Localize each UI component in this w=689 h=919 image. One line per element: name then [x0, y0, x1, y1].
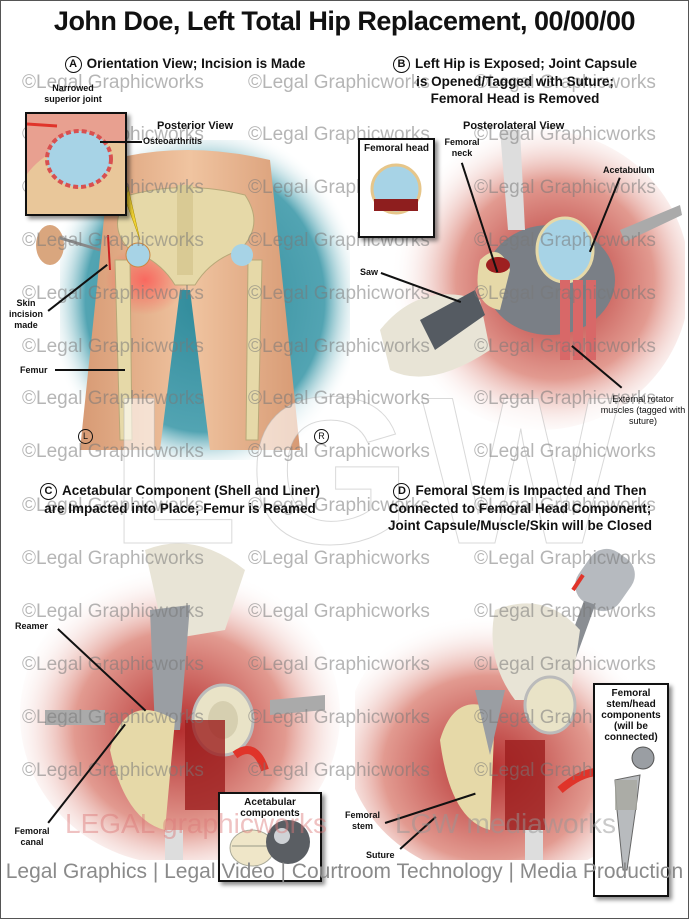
label-femoral-stem: Femoral stem: [344, 810, 380, 831]
panel-c-badge: C: [39, 483, 57, 500]
panel-d-illustration: [355, 548, 665, 860]
label-osteoarthritis: Osteoarthritis: [143, 136, 203, 146]
label-external-rotator-muscles: External rotator muscles (tagged with su…: [600, 394, 686, 426]
lgw-logo-watermark: LGW: [110, 353, 630, 589]
label-suture: Suture: [366, 850, 395, 860]
label-acetabulum: Acetabulum: [603, 165, 655, 175]
panel-b-badge: B: [392, 56, 410, 73]
panel-b-illustration: [380, 130, 685, 430]
label-saw: Saw: [360, 267, 379, 277]
label-skin-incision: Skin incision made: [8, 298, 43, 330]
label-reamer: Reamer: [15, 621, 49, 631]
label-femoral-head: Femoral head: [363, 143, 430, 154]
label-narrowed-superior-joint: Narrowed superior joint: [44, 83, 102, 104]
label-femoral-stem-head-components: Femoral stem/head components (will be co…: [601, 688, 661, 743]
leader-osteoarthritis: [100, 141, 142, 143]
label-acetabular-components: Acetabular components: [240, 797, 300, 819]
label-femoral-canal: Femoral canal: [14, 826, 50, 847]
orientation-left-marker: L: [78, 429, 93, 444]
leader-femur: [55, 369, 125, 371]
acetabular-shell-liner-image: [229, 820, 310, 867]
panel-d-inset-femoral-components: Femoral stem/head components (will be co…: [593, 683, 669, 897]
panel-b-view-label: Posterolateral View: [463, 120, 565, 132]
panel-a-view-label: Posterior View: [157, 120, 234, 132]
page-title: John Doe, Left Total Hip Replacement, 00…: [53, 6, 636, 36]
panel-b-inset-femoral-head: Femoral head: [358, 138, 435, 238]
brand-watermark-left: LEGAL graphicworks: [65, 808, 327, 839]
footer-tagline: Legal Graphics | Legal Video | Courtroom…: [5, 860, 684, 883]
femoral-head-image: [370, 163, 422, 215]
femoral-stem-head-image: [614, 746, 655, 871]
label-femur: Femur: [20, 365, 48, 375]
orientation-right-marker: R: [314, 429, 329, 444]
panel-c-illustration: [20, 543, 340, 860]
label-femoral-neck: Femoral neck: [444, 137, 480, 158]
panel-a-inset-joint: [25, 112, 127, 216]
osteoarthritic-joint-image: [27, 114, 125, 214]
panel-a-badge: A: [64, 56, 82, 73]
brand-watermark-right: LGW mediaworks: [395, 808, 616, 839]
panel-c-inset-acetabular-components: Acetabular components: [218, 792, 322, 882]
panel-d-badge: D: [393, 483, 411, 500]
